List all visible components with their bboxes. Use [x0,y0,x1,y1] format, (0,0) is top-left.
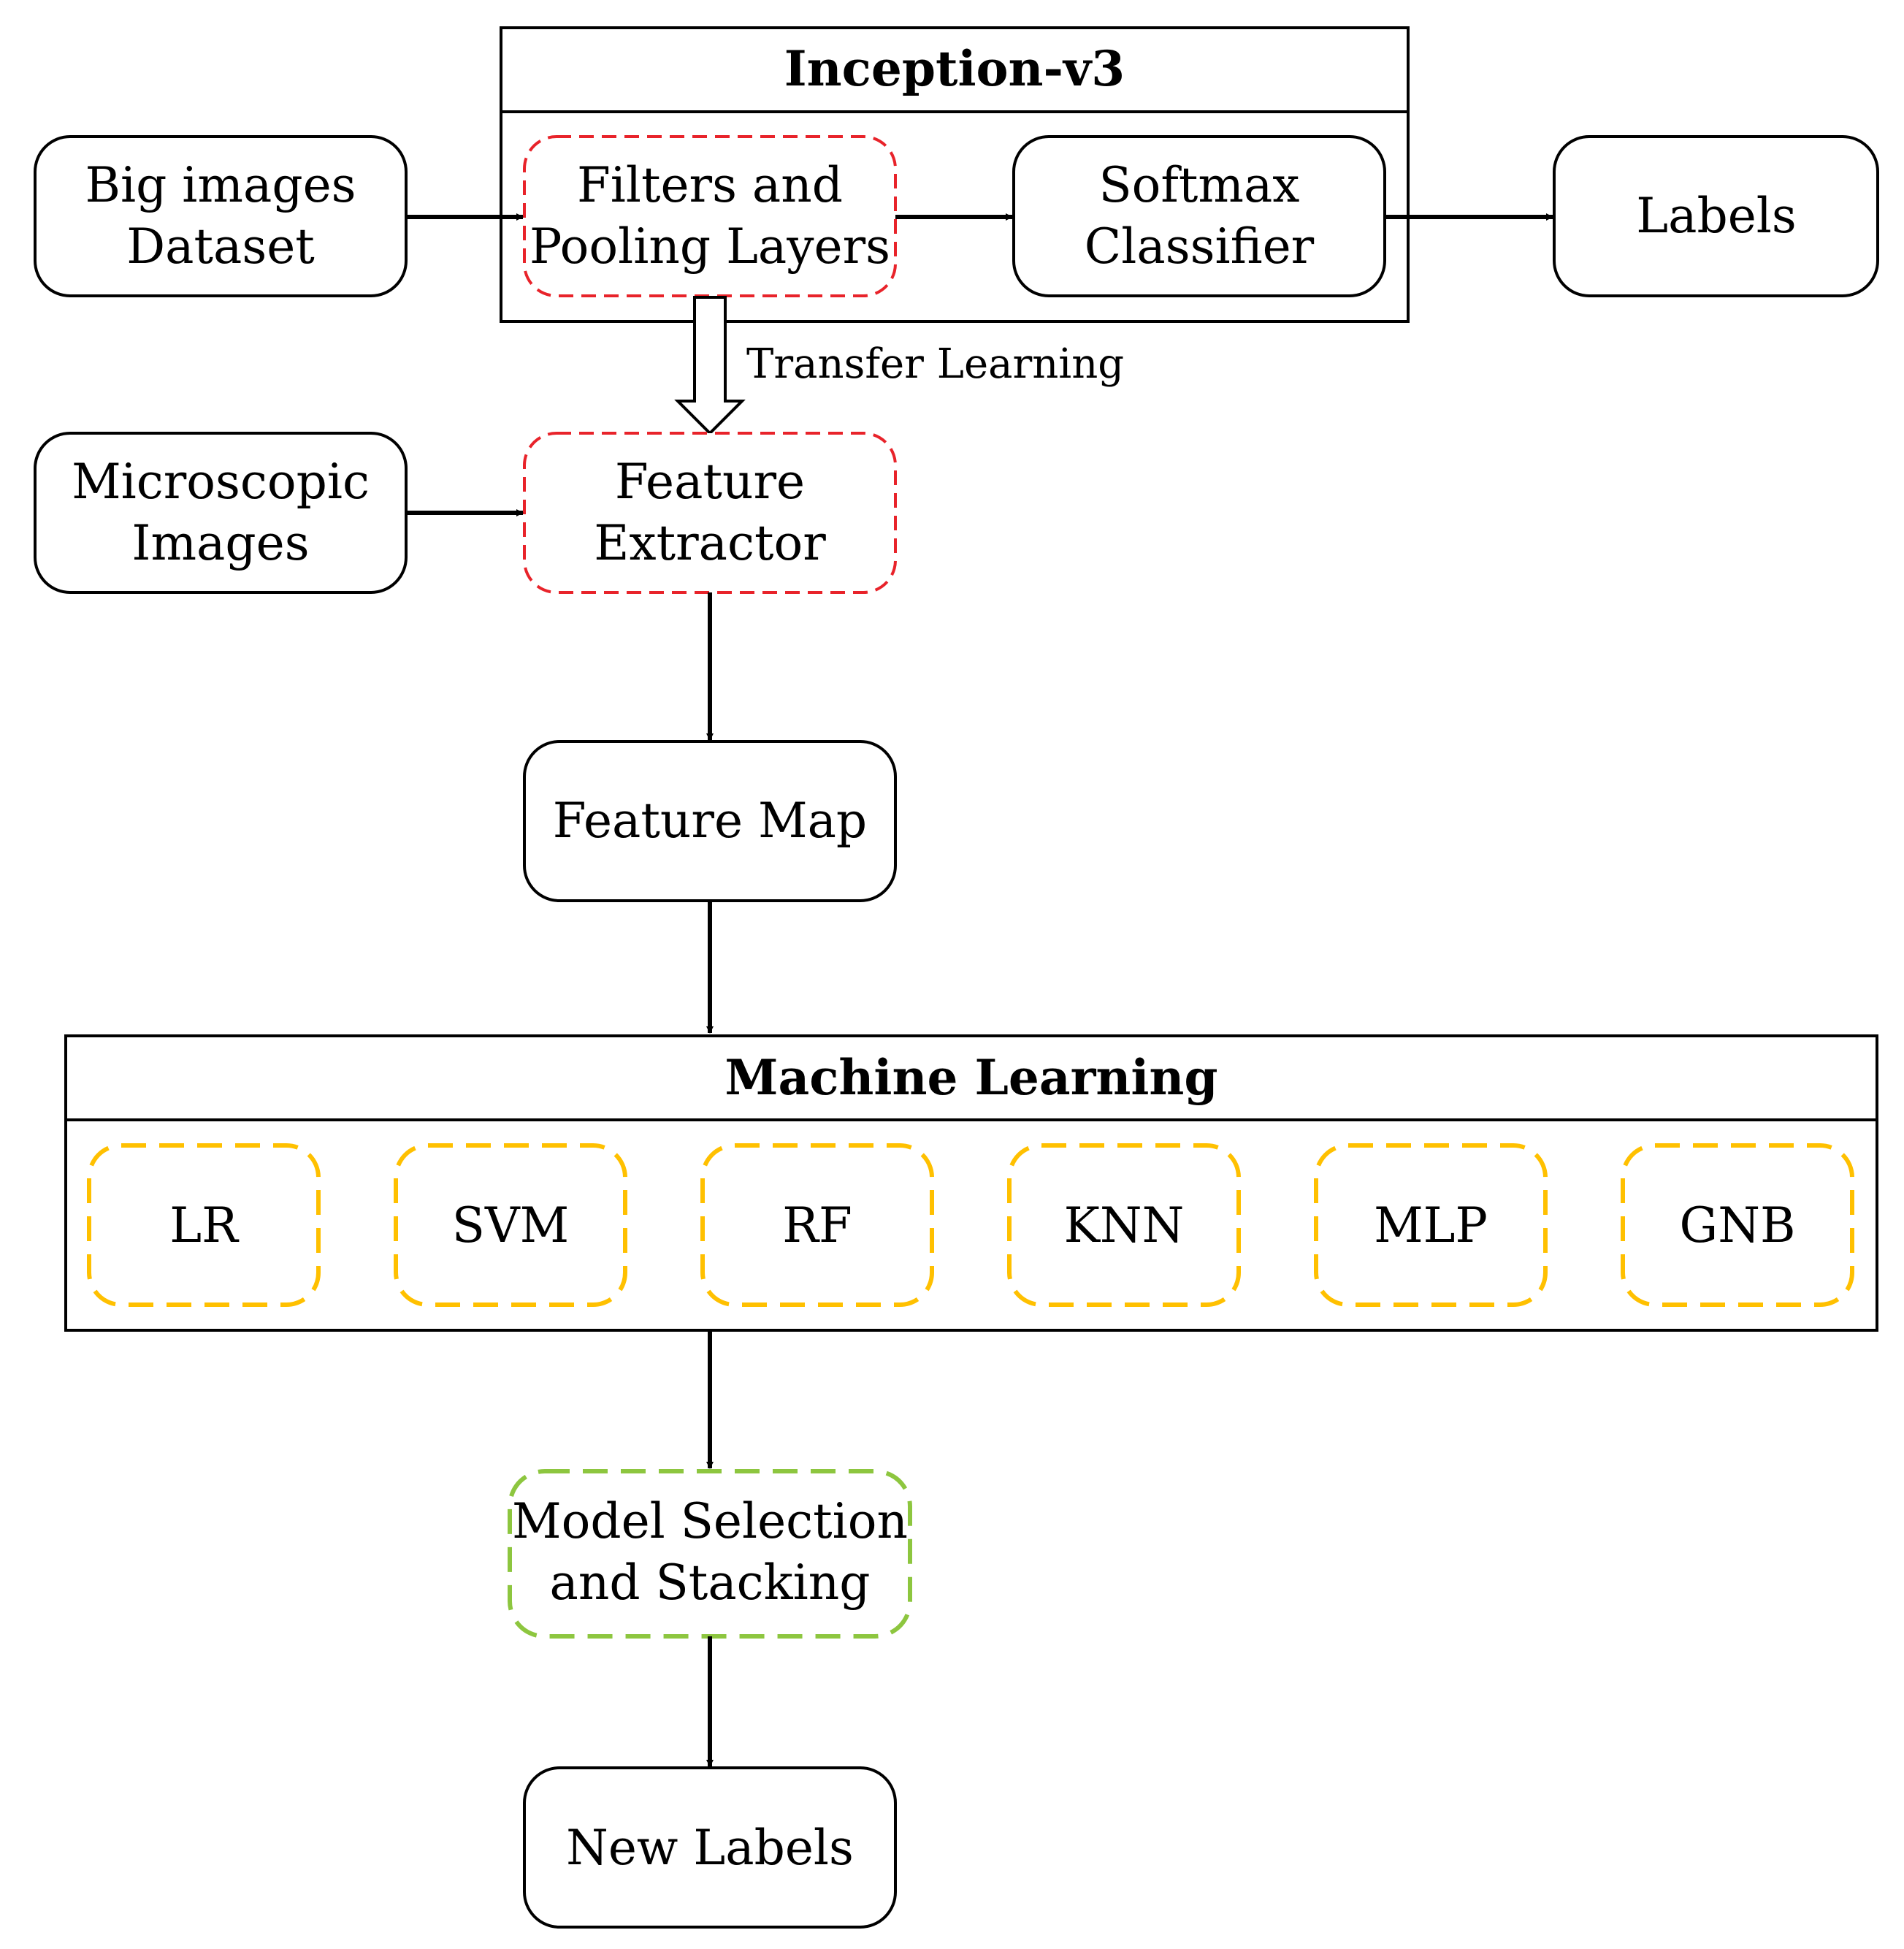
softmax-line2: Classifier [1085,218,1315,275]
inception-title: Inception-v3 [784,40,1125,97]
inception-container: Inception-v3 [500,26,1410,323]
ml-model-label: KNN [1064,1197,1185,1254]
ml-model-mlp: MLP [1314,1143,1548,1307]
model-selection-node: Model Selection and Stacking [508,1469,912,1639]
microscopic-images-node: Microscopic Images [34,432,408,594]
big-images-dataset-node: Big images Dataset [34,135,408,297]
filters-pooling-node: Filters and Pooling Layers [523,135,897,297]
ml-model-label: LR [169,1197,240,1254]
ml-model-knn: KNN [1007,1143,1241,1307]
feature-extractor-node: Feature Extractor [523,432,897,594]
big-images-line2: Dataset [126,218,315,275]
ml-model-label: SVM [452,1197,569,1254]
transfer-learning-label: Transfer Learning [746,340,1124,388]
ml-model-label: GNB [1680,1197,1796,1254]
ml-model-rf: RF [700,1143,934,1307]
ml-model-lr: LR [87,1143,321,1307]
feature-map-text: Feature Map [553,793,867,849]
ml-model-gnb: GNB [1621,1143,1854,1307]
new-labels-node: New Labels [523,1766,897,1929]
labels-node: Labels [1553,135,1879,297]
feature-extractor-line2: Extractor [594,515,826,571]
machine-learning-title: Machine Learning [724,1049,1217,1106]
big-images-line1: Big images [85,157,356,213]
microscopic-line1: Microscopic [72,454,370,510]
filters-pooling-line1: Filters and [577,157,843,213]
microscopic-line2: Images [131,515,309,571]
model-selection-line2: and Stacking [550,1555,871,1611]
filters-pooling-line2: Pooling Layers [529,218,890,275]
labels-text: Labels [1636,188,1796,244]
ml-model-label: RF [782,1197,852,1254]
feature-extractor-line1: Feature [615,454,805,510]
softmax-line1: Softmax [1098,157,1299,213]
new-labels-text: New Labels [566,1820,854,1876]
ml-models-row: LR SVM RF KNN MLP GNB [87,1143,1854,1307]
softmax-classifier-node: Softmax Classifier [1012,135,1386,297]
transfer-learning-arrow [674,296,746,435]
ml-model-label: MLP [1374,1197,1488,1254]
machine-learning-container: Machine Learning [64,1034,1878,1332]
feature-map-node: Feature Map [523,740,897,902]
model-selection-line1: Model Selection [512,1493,908,1549]
ml-model-svm: SVM [394,1143,627,1307]
